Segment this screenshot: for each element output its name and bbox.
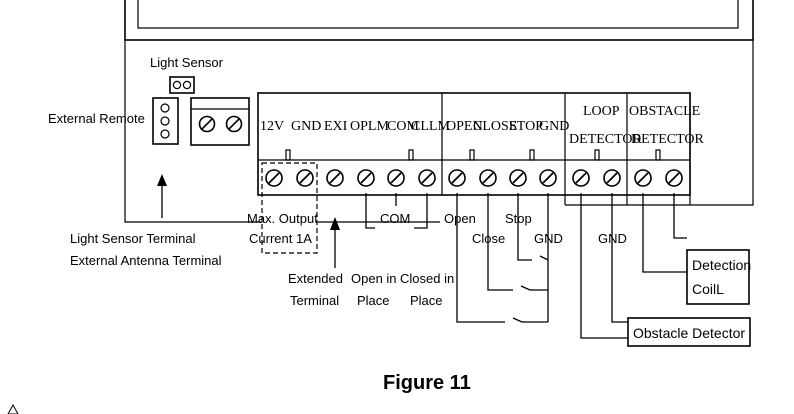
terminal-screw-4 xyxy=(357,169,375,187)
housing-top xyxy=(124,0,754,41)
light-sensor-label: Light Sensor xyxy=(150,55,224,70)
stop-switch xyxy=(539,255,549,261)
max-output-box xyxy=(261,162,318,254)
stop-wire xyxy=(517,193,532,261)
warning-icon xyxy=(7,403,19,414)
close-label: Close xyxy=(472,231,505,246)
terminal-screw-10 xyxy=(539,169,557,187)
gnd-label-1: GND xyxy=(534,231,563,246)
external-remote-label: External Remote xyxy=(48,111,145,126)
terminal-screw-9 xyxy=(509,169,527,187)
terminal-screw-1 xyxy=(265,169,283,187)
stop-label: Stop xyxy=(505,211,532,226)
obstacle-detector-box xyxy=(627,317,751,347)
board-outline-right xyxy=(690,40,754,206)
terminal-header-6: CLLM xyxy=(411,119,450,134)
terminal-header-5: COM xyxy=(387,119,419,134)
open-switch xyxy=(512,317,548,323)
obstacle-header-2: DETECTOR xyxy=(631,132,705,147)
open-in-place-label-2: Place xyxy=(357,293,390,308)
close-wire xyxy=(487,193,513,291)
terminal-header-8: CLOSE xyxy=(473,119,517,134)
sensor-arrow-head xyxy=(157,174,167,186)
remote-pin-2 xyxy=(160,116,170,126)
terminal-header-4: OPLM xyxy=(350,119,389,134)
board-outline-left xyxy=(124,40,262,223)
terminal-header-1: 12V xyxy=(260,119,284,134)
terminal-screw-11 xyxy=(572,169,590,187)
closed-in-place-label-1: Closed in xyxy=(400,271,454,286)
coil-wire-1 xyxy=(642,193,687,273)
coil-wire-2 xyxy=(673,193,687,239)
com-label: COM xyxy=(380,211,410,226)
terminal-header-3: EXI xyxy=(324,119,348,134)
sensor-pin-1 xyxy=(172,80,182,90)
jumper-tabs xyxy=(285,149,661,161)
obstacle-wire-1 xyxy=(580,193,628,339)
terminal-header-2: GND xyxy=(291,119,321,134)
housing-inner xyxy=(137,0,739,29)
extended-arrow-head xyxy=(330,217,340,230)
detection-coil-label-2: CoilL xyxy=(692,281,724,297)
antenna-screw-1 xyxy=(198,115,216,133)
antenna-screw-2 xyxy=(225,115,243,133)
terminal-screw-5 xyxy=(387,169,405,187)
terminal-screw-14 xyxy=(665,169,683,187)
remote-pin-3 xyxy=(160,129,170,139)
loop-header-2: DETECTOR xyxy=(569,132,643,147)
open-in-place-label-1: Open in xyxy=(351,271,397,286)
terminal-header-7: OPEN xyxy=(446,119,483,134)
light-sensor-terminal-label: Light Sensor Terminal xyxy=(70,231,196,246)
figure-caption: Figure 11 xyxy=(383,372,471,394)
cllm-wire xyxy=(414,193,428,229)
obstacle-wire-2 xyxy=(611,193,628,323)
open-label: Open xyxy=(444,211,476,226)
remote-pin-1 xyxy=(160,103,170,113)
open-wire xyxy=(456,193,505,323)
terminal-header-9: STOP xyxy=(509,119,543,134)
extended-label-1: Extended xyxy=(288,271,343,286)
obstacle-header-1: OBSTACLE xyxy=(629,104,700,119)
gnd-label-2: GND xyxy=(598,231,627,246)
detection-coil-box xyxy=(686,249,750,305)
external-remote-connector xyxy=(152,97,179,145)
extended-label-2: Terminal xyxy=(290,293,339,308)
detection-coil-label-1: Detection xyxy=(692,257,751,273)
screw-row xyxy=(265,169,683,187)
terminal-screw-13 xyxy=(634,169,652,187)
terminal-screw-12 xyxy=(603,169,621,187)
terminal-header-10: GND xyxy=(539,119,569,134)
max-output-label-2: Current 1A xyxy=(249,231,312,246)
terminal-screw-7 xyxy=(448,169,466,187)
loop-header-1: LOOP xyxy=(583,104,620,119)
close-switch xyxy=(520,285,548,291)
closed-in-place-label-2: Place xyxy=(410,293,443,308)
terminal-screw-3 xyxy=(326,169,344,187)
terminal-screw-2 xyxy=(296,169,314,187)
max-output-label-1: Max. Output xyxy=(247,211,318,226)
terminal-screw-8 xyxy=(479,169,497,187)
sensor-pin-2 xyxy=(182,80,192,90)
terminal-screw-6 xyxy=(418,169,436,187)
oplm-wire xyxy=(365,193,375,229)
external-antenna-terminal-label: External Antenna Terminal xyxy=(70,253,222,268)
obstacle-detector-label: Obstacle Detector xyxy=(633,325,745,341)
